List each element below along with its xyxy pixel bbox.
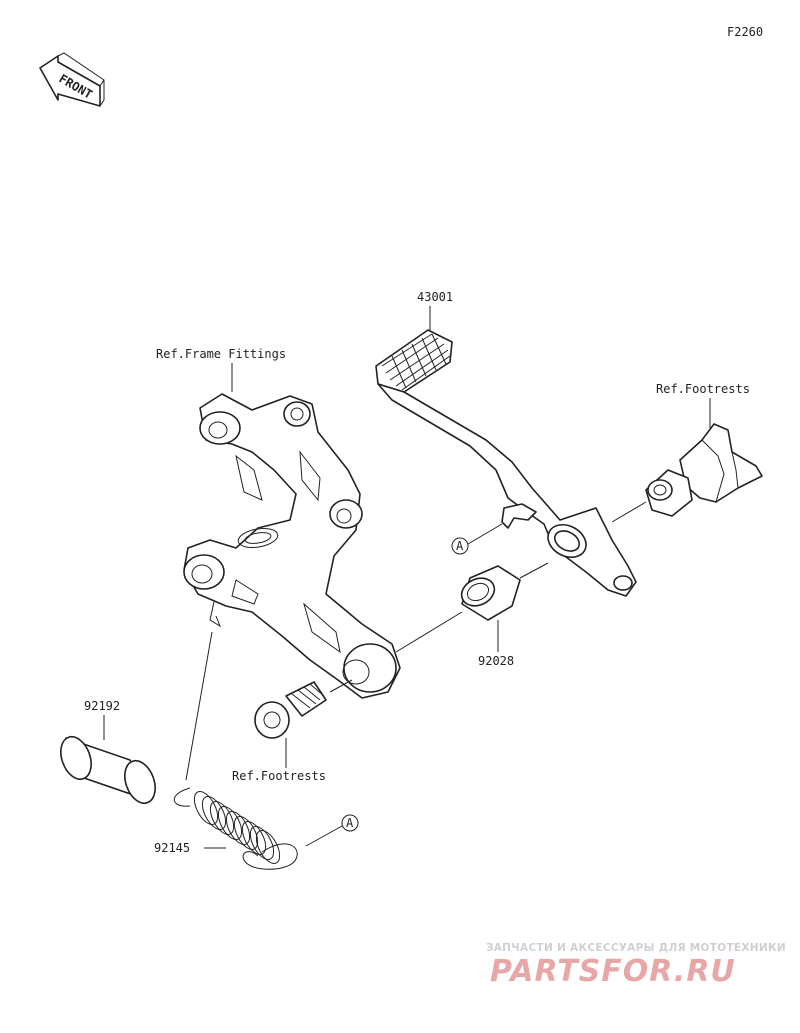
callout-frame-ref: Ref.Frame Fittings: [156, 347, 286, 361]
bushing-92028: 92028: [460, 562, 549, 668]
spring-92145: 92145: [154, 631, 298, 870]
callout-footrest-ref-bottom: Ref.Footrests: [232, 769, 326, 783]
collar-92192: 92192: [60, 699, 156, 805]
brake-pedal-43001: 43001: [375, 290, 637, 597]
pivot-bolt: Ref.Footrests: [232, 679, 353, 783]
callout-92192: 92192: [84, 699, 120, 713]
callout-92028: 92028: [478, 654, 514, 668]
marker-a-upper-label: A: [456, 539, 464, 553]
callout-92145: 92145: [154, 841, 190, 855]
frame-bracket: Ref.Frame Fittings: [156, 347, 401, 699]
diagram-id: F2260: [727, 25, 763, 39]
marker-a-lower-label: A: [346, 816, 354, 830]
callout-43001: 43001: [417, 290, 453, 304]
marker-a-upper: A: [451, 523, 503, 555]
footrest-bracket-top: Ref.Footrests: [611, 382, 763, 523]
marker-a-lower: A: [305, 814, 359, 847]
watermark-brand: PARTSFOR.RU: [490, 954, 736, 989]
front-arrow-icon: FRONT: [39, 52, 105, 107]
watermark: ЗАПЧАСТИ И АКСЕССУАРЫ ДЛЯ МОТОТЕХНИКИ PA…: [486, 942, 786, 989]
callout-footrest-ref-top: Ref.Footrests: [656, 382, 750, 396]
watermark-tagline: ЗАПЧАСТИ И АКСЕССУАРЫ ДЛЯ МОТОТЕХНИКИ: [486, 942, 786, 954]
